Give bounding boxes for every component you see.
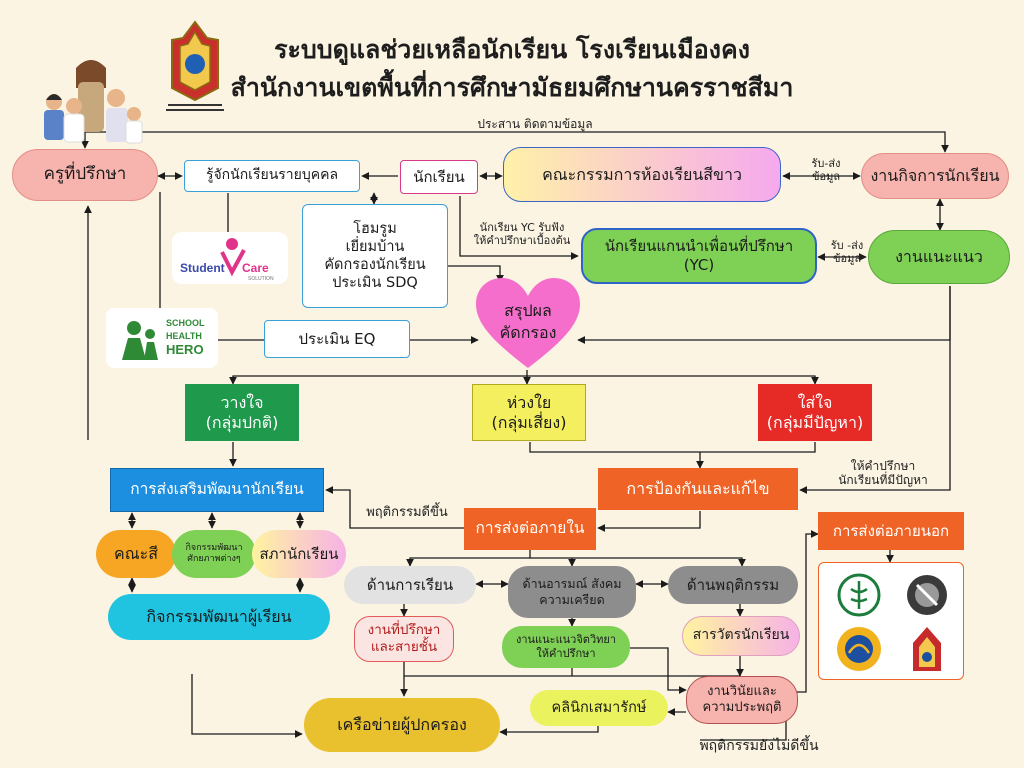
dan-rian-node[interactable]: ด้านการเรียน	[344, 566, 476, 604]
dan-arom-node[interactable]: ด้านอารมณ์ สังคม ความเครียด	[508, 566, 636, 618]
node-label: ประเมิน EQ	[298, 329, 376, 348]
external-agencies-panel	[818, 562, 964, 680]
student-care-logo: Student Care SOLUTION	[172, 232, 288, 284]
ngan-naenaew-node[interactable]: งานแนะแนว	[868, 230, 1010, 284]
node-label: การส่งเสริมพัฒนานักเรียน	[130, 480, 304, 499]
ngan-kijkan-node[interactable]: งานกิจการนักเรียน	[861, 153, 1009, 199]
node-label: รู้จักนักเรียนรายบุคคล	[205, 167, 339, 184]
svg-text:Student: Student	[180, 261, 225, 275]
nakrian-node[interactable]: นักเรียน	[400, 160, 478, 194]
district-office-icon	[913, 627, 941, 671]
winai-node[interactable]: งานวินัยและ ความประพฤติ	[686, 676, 798, 724]
node-label: ครูที่ปรึกษา	[43, 164, 127, 185]
behaviour-improved-label: พฤติกรรมดีขึ้น	[366, 505, 448, 520]
kru-thi-preuksa-node[interactable]: ครูที่ปรึกษา	[12, 149, 158, 201]
ruchak-nakrian-node[interactable]: รู้จักนักเรียนรายบุคคล	[184, 160, 360, 192]
advice-label: ให้คำปรึกษานักเรียนที่มีปัญหา	[838, 459, 928, 487]
node-label: การส่งต่อภายนอก	[832, 521, 950, 540]
parent-network-node[interactable]: เครือข่ายผู้ปกครอง	[304, 698, 500, 752]
rap-song-label-2: รับ -ส่งข้อมูล	[830, 239, 864, 265]
khanasi-node[interactable]: คณะสี	[96, 530, 176, 578]
health-ministry-icon	[837, 573, 881, 617]
ngan-kru-sai-node[interactable]: งานที่ปรึกษา และสายชั้น	[354, 616, 454, 662]
rap-song-label-1: รับ-ส่งข้อมูล	[811, 157, 841, 183]
node-label: งานแนะแนว	[895, 247, 983, 266]
school-health-hero-logo: SCHOOL HEALTH HERO	[106, 308, 218, 368]
police-icon	[907, 575, 947, 615]
node-label: สภานักเรียน	[259, 544, 339, 563]
svg-text:SOLUTION: SOLUTION	[248, 276, 274, 282]
svg-text:HERO: HERO	[166, 342, 204, 357]
node-label: กิจกรรมพัฒนาผู้เรียน	[146, 607, 292, 626]
svg-text:SCHOOL: SCHOOL	[166, 318, 205, 328]
homeroom-node[interactable]: โฮมรูม เยี่ยมบ้าน คัดกรองนักเรียน ประเมิ…	[302, 204, 448, 308]
node-label: ด้านการเรียน	[366, 575, 454, 594]
node-label: งานกิจการนักเรียน	[870, 166, 1000, 185]
coordination-label: ประสาน ติดตามข้อมูล	[477, 117, 593, 131]
page-subtitle: สำนักงานเขตพื้นที่การศึกษามัธยมศึกษานครร…	[230, 73, 794, 102]
eq-assessment-node[interactable]: ประเมิน EQ	[264, 320, 410, 358]
behaviour-not-improved-label: พฤติกรรมยังไม่ดีขึ้น	[699, 738, 819, 754]
node-label: เครือข่ายผู้ปกครอง	[337, 715, 467, 734]
kijkam-phurian-node[interactable]: กิจกรรมพัฒนาผู้เรียน	[108, 594, 330, 640]
sarawat-node[interactable]: สารวัตรนักเรียน	[682, 616, 800, 656]
svg-text:HEALTH: HEALTH	[166, 331, 202, 341]
node-label: คณะกรรมการห้องเรียนสีขาว	[542, 164, 742, 184]
yc-node[interactable]: นักเรียนแกนนำเพื่อนที่ปรึกษา (YC)	[581, 228, 817, 284]
social-development-icon	[837, 627, 881, 671]
committee-node[interactable]: คณะกรรมการห้องเรียนสีขาว	[503, 147, 781, 202]
saijai-problem-group-node[interactable]: ใส่ใจ (กลุ่มมีปัญหา)	[758, 384, 872, 441]
wangjai-normal-group-node[interactable]: วางใจ (กลุ่มปกติ)	[185, 384, 299, 441]
heart-summary-node[interactable]: สรุปผล คัดกรอง	[474, 276, 582, 372]
songserm-node[interactable]: การส่งเสริมพัฒนานักเรียน	[110, 468, 324, 512]
songtor-nok-node[interactable]: การส่งต่อภายนอก	[818, 512, 964, 550]
clinic-node[interactable]: คลินิกเสมารักษ์	[530, 690, 668, 726]
page-title: ระบบดูแลช่วยเหลือนักเรียน โรงเรียนเมืองค…	[274, 35, 750, 64]
yc-note-label: นักเรียน YC รับฟังให้คำปรึกษาเบื้องต้น	[473, 221, 571, 247]
node-label: คณะสี	[114, 544, 158, 563]
school-seal-icon	[160, 18, 230, 114]
family-illustration-icon	[36, 58, 146, 146]
node-label: คลินิกเสมารักษ์	[551, 699, 647, 716]
node-label: นักเรียน	[413, 167, 465, 186]
node-label: การส่งต่อภายใน	[475, 519, 585, 538]
node-label: สารวัตรนักเรียน	[692, 627, 790, 644]
songtor-nai-node[interactable]: การส่งต่อภายใน	[464, 508, 596, 550]
dan-phrut-node[interactable]: ด้านพฤติกรรม	[668, 566, 798, 604]
node-label: ด้านพฤติกรรม	[686, 575, 780, 594]
kijkam-phatthana-node[interactable]: กิจกรรมพัฒนา ศักยภาพต่างๆ	[172, 530, 256, 578]
pongkan-node[interactable]: การป้องกันและแก้ไข	[598, 468, 798, 510]
huangyai-risk-group-node[interactable]: ห่วงใย (กลุ่มเสี่ยง)	[472, 384, 586, 441]
naenaew-jit-node[interactable]: งานแนะแนวจิตวิทยา ให้คำปรึกษา	[502, 626, 630, 668]
node-label: การป้องกันและแก้ไข	[626, 479, 770, 498]
sapha-node[interactable]: สภานักเรียน	[252, 530, 346, 578]
svg-text:Care: Care	[242, 261, 269, 275]
